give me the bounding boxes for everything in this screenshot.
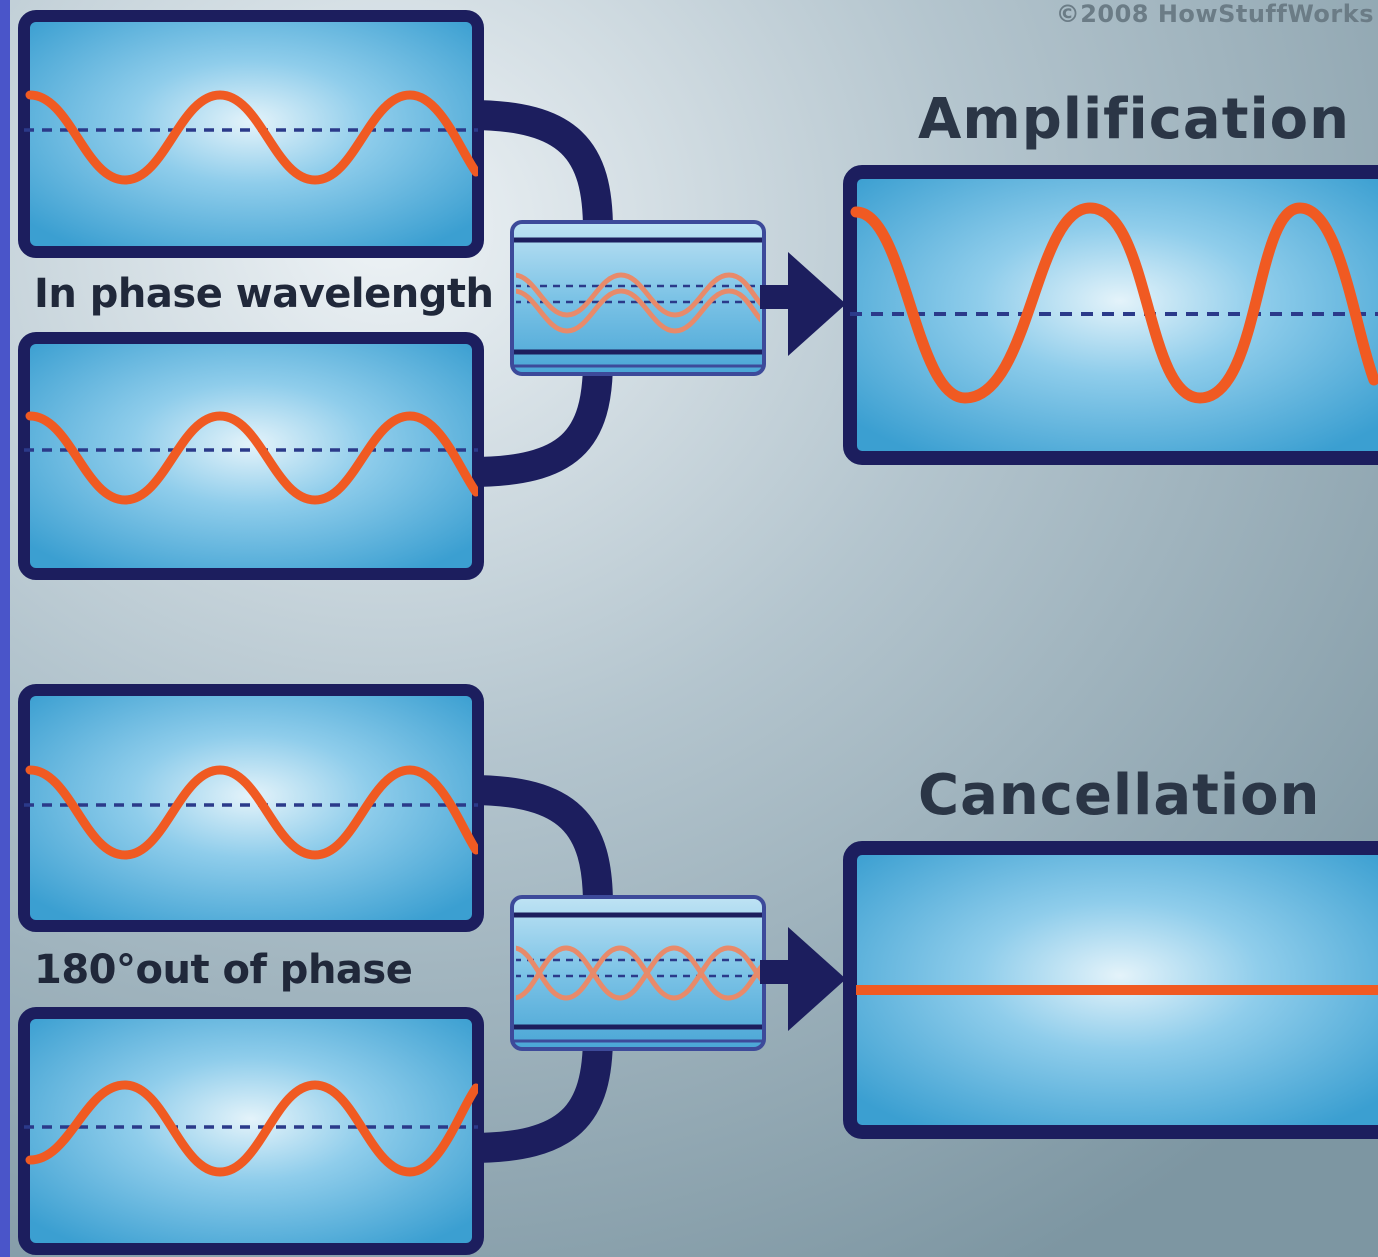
wave: [25, 90, 478, 185]
wave: [850, 202, 1378, 404]
amplification-title: Amplification: [918, 87, 1351, 152]
wave: [516, 288, 760, 334]
wave: [516, 272, 760, 318]
panel-in-phase-top: [18, 10, 484, 258]
in-phase-caption: In phase wavelength: [34, 271, 494, 317]
wave: [25, 411, 478, 505]
panel-out-of-phase-bottom: [18, 1007, 484, 1255]
left-edge-band: [0, 0, 10, 1257]
mixer-out-of-phase: [510, 895, 766, 1051]
mixer-in-phase: [510, 220, 766, 376]
connector-a-top: [469, 100, 613, 231]
wave: [516, 945, 760, 1001]
arrow-to-cancellation: [760, 927, 846, 1031]
panel-amplification: [843, 165, 1378, 465]
copyright-credit: ©2008 HowStuffWorks: [1055, 0, 1374, 28]
connector-a-bottom: [469, 359, 613, 487]
out-of-phase-caption: 180°out of phase: [34, 947, 413, 993]
arrow-to-amplification: [760, 252, 846, 356]
cancellation-title: Cancellation: [918, 763, 1321, 828]
connector-b-top: [469, 775, 613, 906]
panel-in-phase-bottom: [18, 332, 484, 580]
wave: [516, 945, 760, 1001]
panel-out-of-phase-top: [18, 684, 484, 932]
wave: [25, 765, 478, 860]
panel-cancellation: [843, 841, 1378, 1139]
connector-b-bottom: [469, 1034, 613, 1163]
wave: [25, 1080, 478, 1177]
